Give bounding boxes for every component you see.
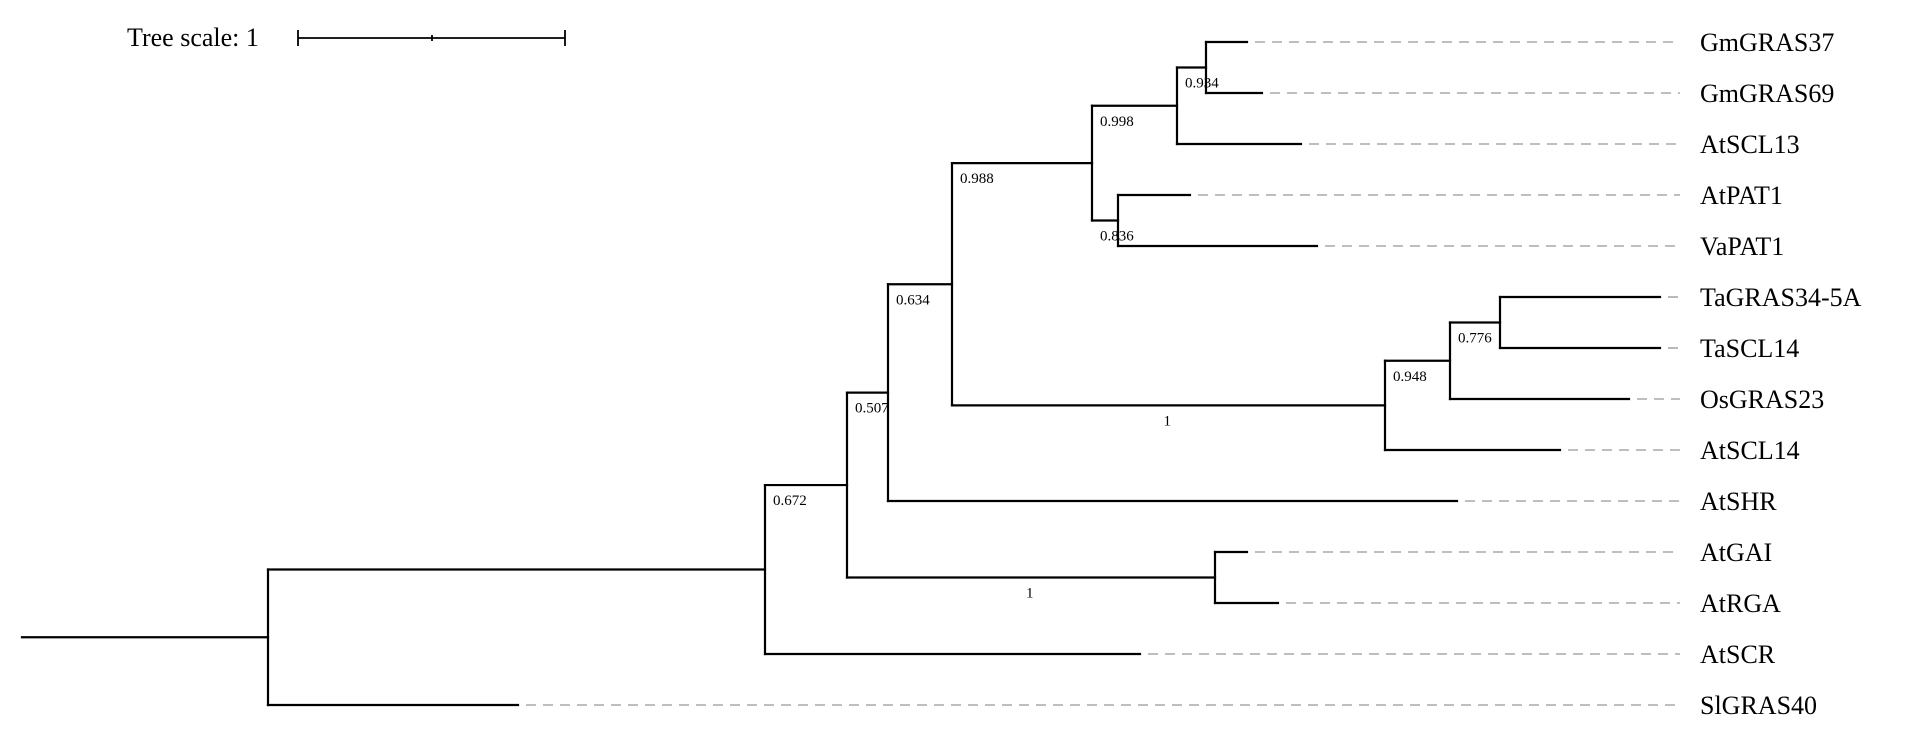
leaf-label: AtPAT1 xyxy=(1700,181,1783,210)
tree-scale-label: Tree scale: 1 xyxy=(127,23,259,52)
support-value-n9: 1 xyxy=(1164,413,1172,429)
leaf-guide-lines xyxy=(526,41,1680,706)
leaf-label: TaGRAS34-5A xyxy=(1700,283,1862,312)
support-value-n8: 0.836 xyxy=(1100,229,1134,245)
support-value-n12: 1 xyxy=(1026,586,1034,602)
tree-branches xyxy=(20,40,1662,707)
leaf-label: SlGRAS40 xyxy=(1700,691,1817,720)
support-value-n6: 0.998 xyxy=(1100,114,1134,130)
support-value-n11: 0.776 xyxy=(1458,331,1492,347)
leaf-label: AtSCL14 xyxy=(1700,436,1800,465)
leaf-label: AtGAI xyxy=(1700,538,1772,567)
leaf-label: GmGRAS37 xyxy=(1700,28,1834,57)
support-value-n10: 0.948 xyxy=(1393,369,1427,385)
leaf-labels: GmGRAS37GmGRAS69AtSCL13AtPAT1VaPAT1TaGRA… xyxy=(1700,28,1862,720)
leaf-label: AtRGA xyxy=(1700,589,1781,618)
support-value-n3: 0.507 xyxy=(855,401,889,417)
support-value-n4: 0.634 xyxy=(896,292,930,308)
tree-scale-bar: Tree scale: 1 xyxy=(127,23,566,52)
leaf-label: AtSCR xyxy=(1700,640,1776,669)
leaf-label: GmGRAS69 xyxy=(1700,79,1834,108)
leaf-label: AtSHR xyxy=(1700,487,1777,516)
leaf-label: AtSCL13 xyxy=(1700,130,1800,159)
support-value-n2: 0.672 xyxy=(773,493,807,509)
support-value-n7: 0.934 xyxy=(1185,76,1219,92)
support-values: 0.672 0.507 0.634 0.988 0.998 0.934 0.836 1 0.94… xyxy=(773,76,1492,602)
support-value-n5: 0.988 xyxy=(960,171,994,187)
leaf-label: TaSCL14 xyxy=(1700,334,1799,363)
leaf-label: OsGRAS23 xyxy=(1700,385,1824,414)
leaf-label: VaPAT1 xyxy=(1700,232,1784,261)
